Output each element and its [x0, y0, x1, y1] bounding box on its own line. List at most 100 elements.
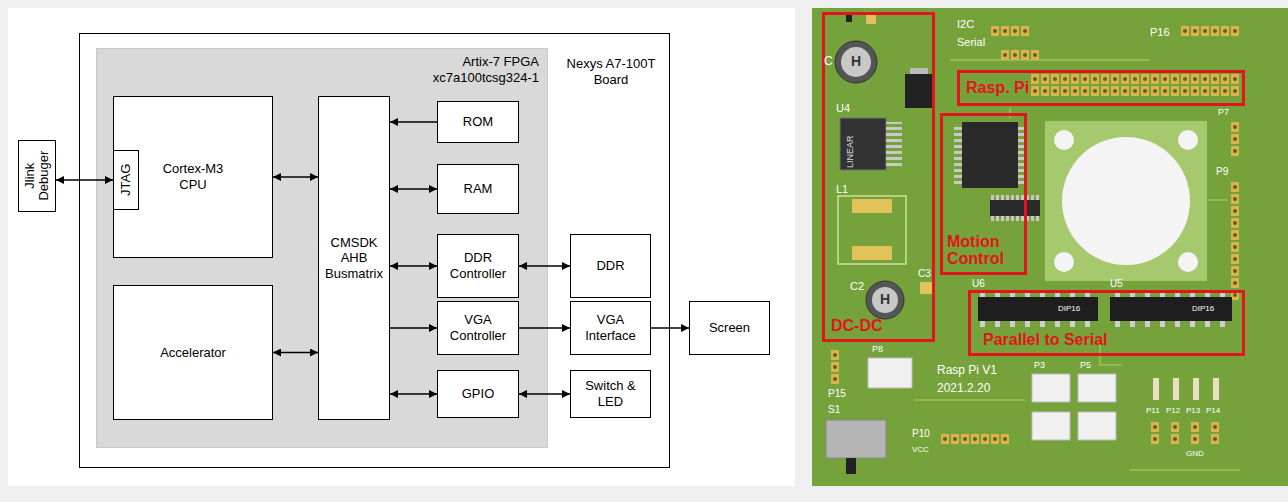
bus-connector	[390, 265, 437, 267]
board-outline: Nexys A7-100T Board Artix-7 FPGA xc7a100t…	[79, 33, 670, 468]
regulator-chip	[840, 118, 886, 170]
region-label: DC-DC	[831, 317, 883, 335]
dip-chip	[978, 297, 1098, 321]
resistor-symbol	[1193, 378, 1199, 400]
resistor-symbol	[1213, 378, 1219, 400]
silkscreen-label: P14	[1206, 407, 1220, 416]
inductor-pad	[852, 246, 892, 260]
jst-connector	[1078, 412, 1116, 440]
silkscreen-label: P10	[912, 428, 930, 439]
silkscreen-label: P5	[1080, 361, 1091, 371]
pcb-region: Parallel to Serial	[968, 290, 1245, 356]
silkscreen-label: P3	[1034, 361, 1045, 371]
silkscreen-label: U4	[836, 102, 850, 114]
smd-part	[846, 14, 852, 22]
motion-chip	[962, 122, 1018, 188]
bus-connector	[390, 188, 437, 190]
jtag-port: JTAG	[113, 150, 139, 210]
switch-slider	[846, 458, 856, 474]
box-label: Switch & LED	[580, 378, 642, 409]
pcb-trace	[1130, 469, 1240, 471]
diode-tab	[910, 68, 928, 74]
pcb-traces	[915, 60, 1240, 470]
debugger-box: Jlink Debuger	[18, 140, 56, 212]
silkscreen-label: Rasp Pi V1	[937, 364, 997, 377]
chip-legs	[886, 122, 902, 168]
bus-connector	[56, 179, 113, 181]
box-label: Jlink Debuger	[23, 143, 50, 209]
bus-connector	[519, 265, 570, 267]
silkscreen-label: P16	[1150, 26, 1170, 38]
accelerator-box: Accelerator	[113, 285, 273, 420]
silkscreen-label: 2021.2.20	[937, 382, 990, 395]
silkscreen-label: GND	[1186, 450, 1204, 459]
pcb-trace	[1208, 199, 1228, 201]
busmatrix-box: CMSDK AHB Busmatrix	[318, 96, 390, 420]
silkscreen-label: C	[824, 55, 833, 68]
switch-body	[826, 420, 886, 458]
bus-connector	[390, 121, 437, 123]
fpga-region: Artix-7 FPGA xc7a100tcsg324-1Cortex-M3 C…	[96, 48, 548, 448]
bus-connector	[390, 327, 437, 329]
box-label: GPIO	[462, 386, 495, 402]
pin-header	[1150, 421, 1160, 445]
region-label: Rasp. Pi	[966, 79, 1029, 97]
silkscreen-label: VCC	[912, 446, 929, 455]
pin-header	[1230, 181, 1240, 301]
box-label: Cortex-M3 CPU	[153, 161, 233, 192]
box-label: VGA Interface	[576, 312, 646, 343]
pin-header	[1000, 49, 1040, 61]
box-label: CMSDK AHB Busmatrix	[321, 235, 387, 282]
box-label: DDR	[596, 258, 624, 274]
inductor-outline	[838, 196, 906, 264]
silkscreen-label: P11	[1146, 407, 1160, 416]
silkscreen-label: L1	[836, 183, 848, 195]
memory-chip: DDR	[570, 234, 651, 298]
capacitor-symbol	[872, 287, 898, 313]
silkscreen-label: P13	[1186, 407, 1200, 416]
jst-connector	[1078, 374, 1116, 402]
inductor-pad	[852, 199, 892, 213]
io-box: Switch & LED	[570, 370, 651, 418]
silkscreen-label: DIP16	[1192, 305, 1214, 314]
capacitor-symbol	[866, 281, 904, 319]
silkscreen-label: H	[851, 54, 861, 69]
jst-connector	[1032, 412, 1070, 440]
silkscreen-label: DIP16	[1058, 305, 1080, 314]
resistor-symbol	[1173, 378, 1179, 400]
bus-connector	[273, 352, 318, 354]
silkscreen-label: P7	[1218, 108, 1229, 118]
mount-hole	[1054, 252, 1074, 272]
diagram-panel	[8, 8, 795, 486]
pin-header	[1180, 25, 1240, 37]
pcb-region: Motion Control	[940, 113, 1027, 275]
pin-header	[830, 349, 840, 385]
chip-legs	[990, 195, 1040, 221]
silkscreen-label: Serial	[957, 36, 985, 48]
mount-hole	[1054, 130, 1074, 150]
box-label: VGA Controller	[442, 312, 514, 343]
silkscreen-label: P8	[872, 345, 883, 355]
box-label: Screen	[709, 320, 750, 336]
motor-pad	[1045, 121, 1207, 281]
jst-connector	[1032, 374, 1070, 402]
chip-legs	[1110, 291, 1232, 327]
mount-hole	[1178, 252, 1198, 272]
controller-box: GPIO	[437, 370, 519, 418]
bus-connector	[273, 176, 318, 178]
box-label: Nexys A7-100T Board	[561, 56, 661, 87]
mount-hole	[1178, 130, 1198, 150]
resistor-symbol	[1153, 378, 1159, 400]
diode-symbol	[905, 74, 933, 108]
silkscreen-label: U5	[1110, 278, 1123, 289]
pin-header	[1030, 73, 1240, 97]
pin-header	[990, 25, 1030, 37]
silkscreen-label: P15	[828, 388, 846, 399]
region-label: Parallel to Serial	[983, 331, 1108, 349]
capacitor-symbol	[835, 41, 877, 83]
pin-header	[1210, 421, 1220, 445]
bus-connector	[390, 393, 437, 395]
screen-box: Screen	[689, 301, 770, 355]
pad	[866, 14, 876, 24]
